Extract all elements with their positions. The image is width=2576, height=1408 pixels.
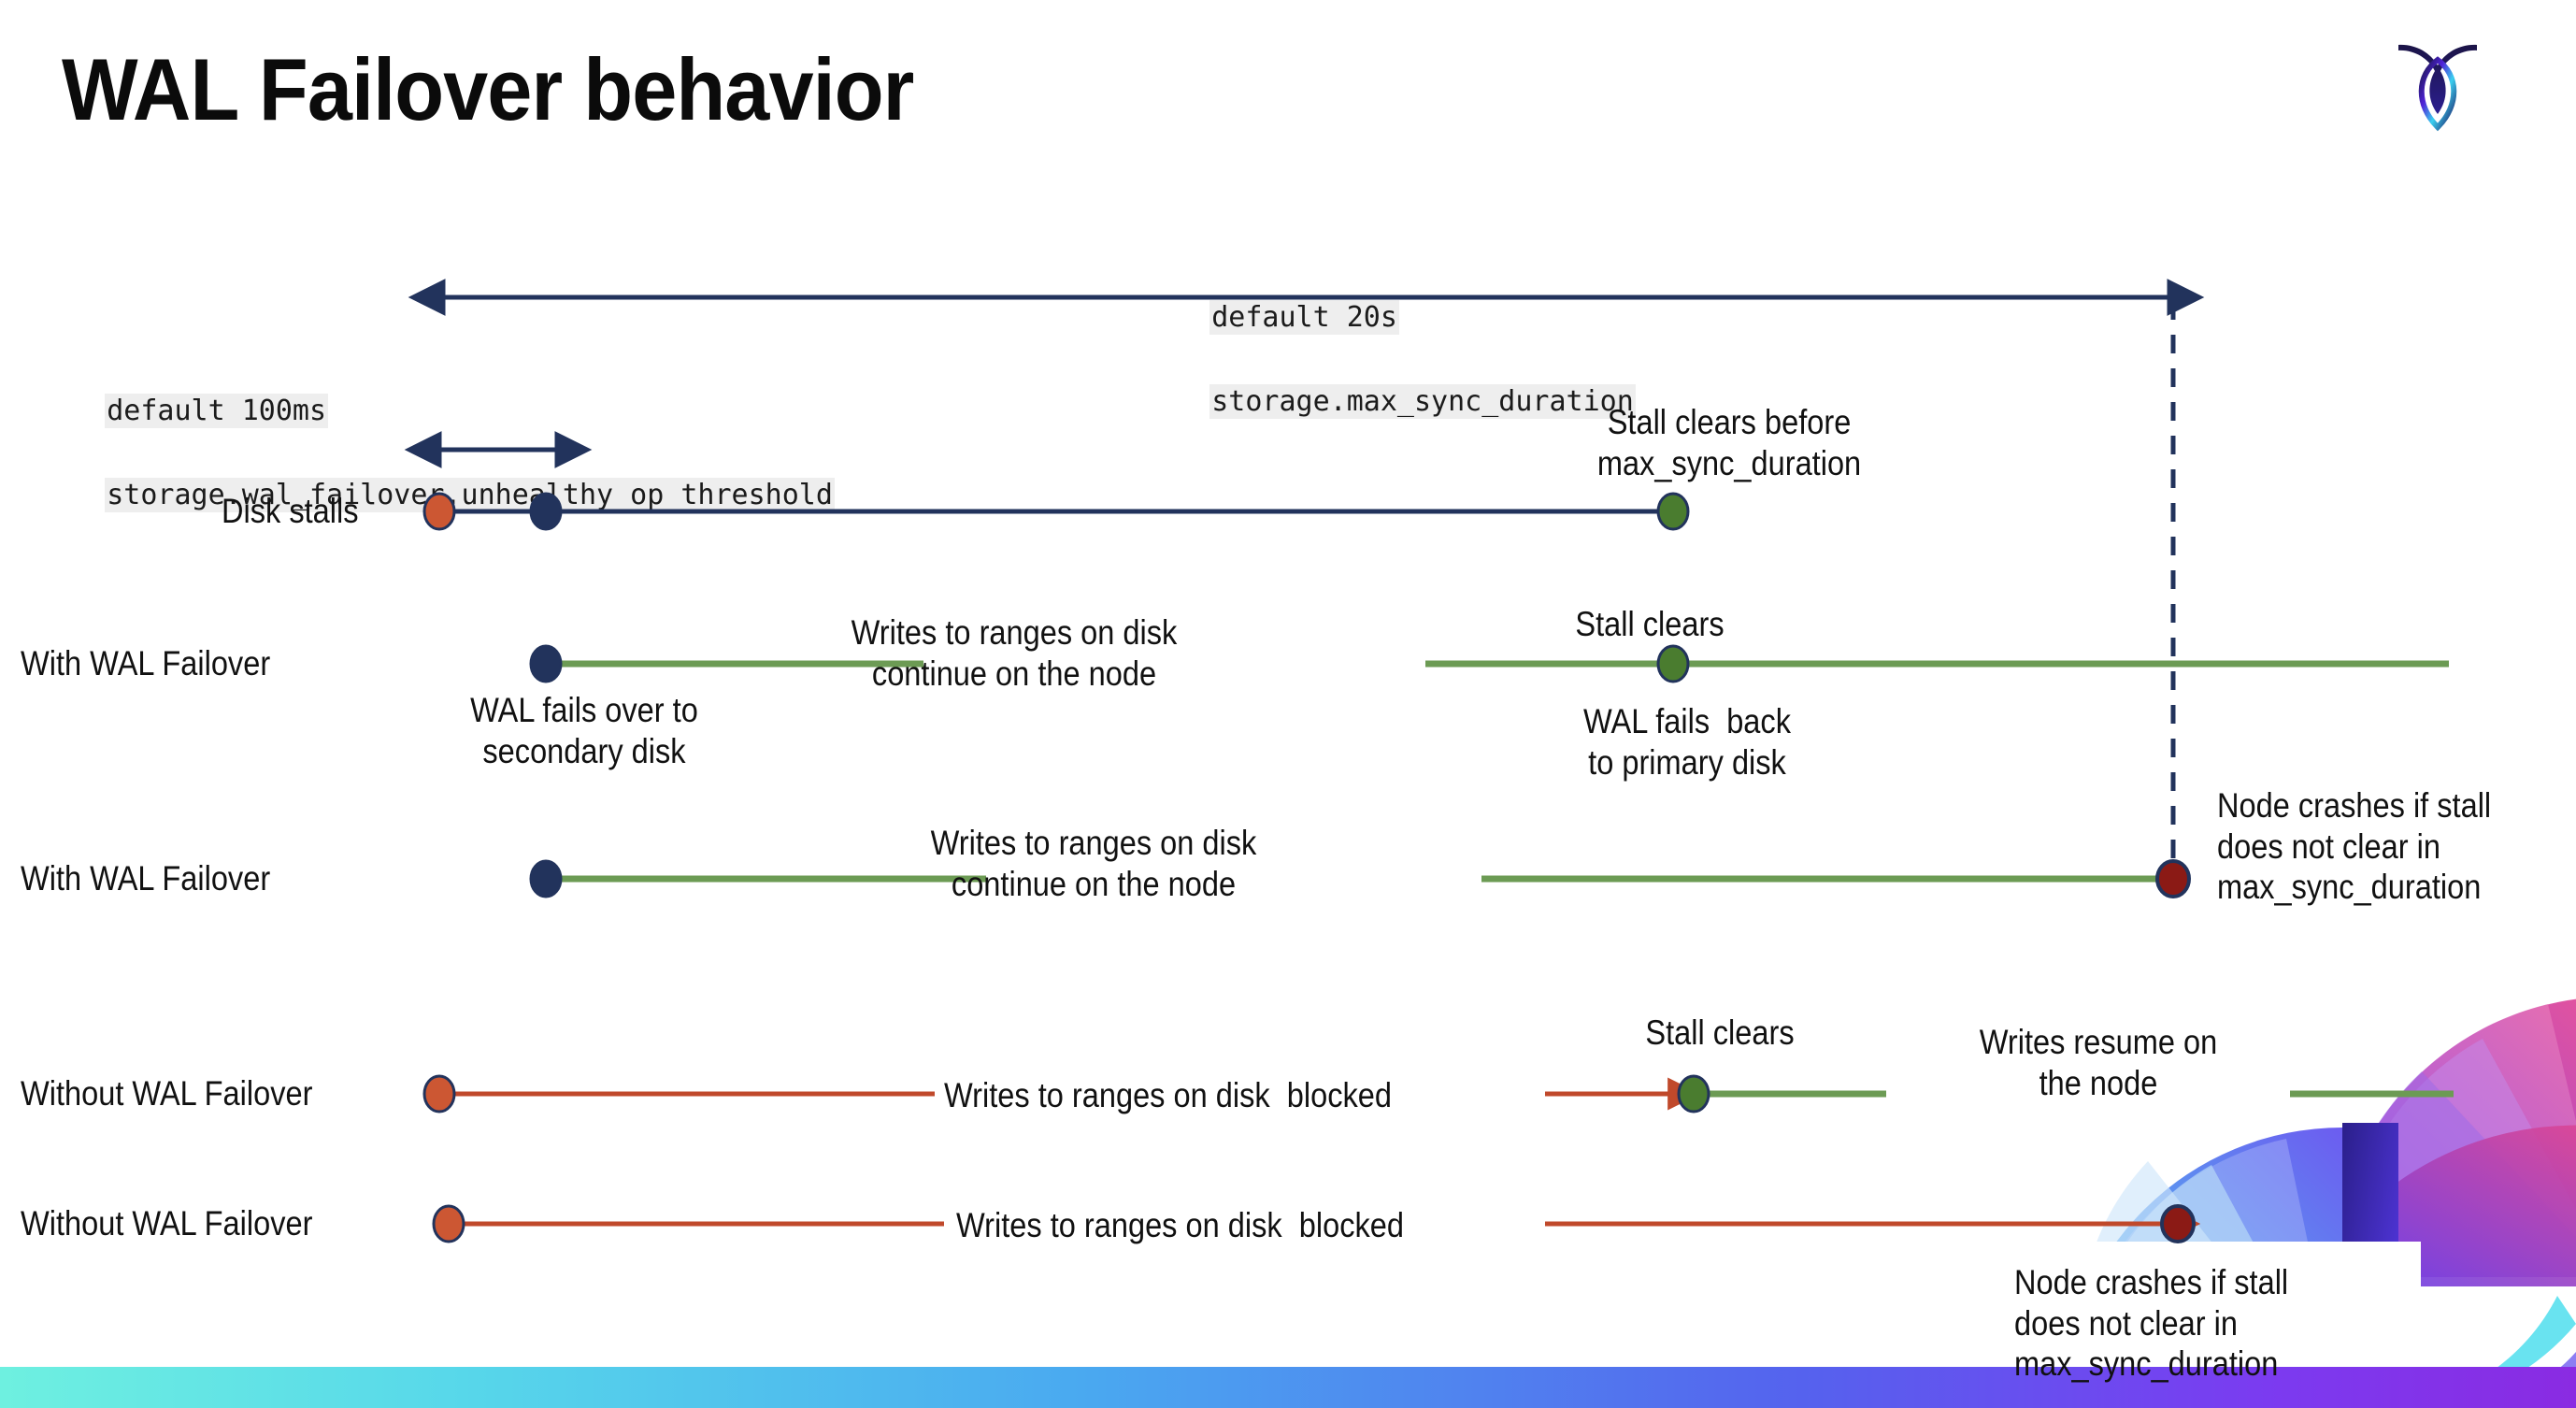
node-crash-dot-2 — [2160, 1204, 2196, 1243]
page-title: WAL Failover behavior — [62, 40, 914, 138]
wal-failback-dot — [1656, 644, 1690, 683]
node-crash-dot-1 — [2155, 859, 2191, 898]
without-wal-2-start-dot — [432, 1204, 465, 1243]
code-setting-name: storage.wal_failover.unhealthy_op_thresh… — [105, 478, 835, 512]
without-wal-1-stall-clears-dot — [1677, 1074, 1710, 1113]
cockroachdb-logo-icon — [2398, 44, 2477, 132]
annotation-stall-clears-2: Stall clears — [1645, 1013, 1795, 1052]
failover-trigger-dot — [529, 492, 563, 531]
annotation-writes-blocked-2: Writes to ranges on disk blocked — [956, 1206, 1404, 1244]
row-label-without-wal-failover-2: Without WAL Failover — [21, 1204, 313, 1243]
annotation-wal-fails-over: WAL fails over to secondary disk — [470, 691, 698, 770]
without-wal-1-start-dot — [422, 1074, 456, 1113]
row-label-with-wal-failover-2: With WAL Failover — [21, 859, 271, 898]
wal-failover-2-start-dot — [529, 859, 563, 898]
annotation-writes-continue-1: Writes to ranges on disk continue on the… — [851, 613, 1178, 693]
code-label-unhealthy-op-threshold: default 100ms storage.wal_failover.unhea… — [37, 348, 835, 558]
annotation-stall-clears-1: Stall clears — [1575, 605, 1724, 643]
stall-clears-dot — [1656, 492, 1690, 531]
row-label-without-wal-failover-1: Without WAL Failover — [21, 1074, 313, 1113]
code-default-value: default 100ms — [105, 394, 329, 428]
row-label-with-wal-failover-1: With WAL Failover — [21, 644, 271, 682]
annotation-stall-clears-before: Stall clears before max_sync_duration — [1596, 403, 1862, 482]
disk-stall-start-dot — [422, 492, 456, 531]
annotation-node-crashes-1: Node crashes if stall does not clear in … — [2217, 786, 2492, 907]
annotation-writes-blocked-1: Writes to ranges on disk blocked — [944, 1076, 1392, 1114]
annotation-writes-continue-2: Writes to ranges on disk continue on the… — [930, 824, 1257, 903]
wal-failover-start-dot — [529, 644, 563, 683]
row-label-disk-stalls: Disk stalls — [222, 492, 359, 530]
bottom-accent-bar — [0, 1367, 2576, 1408]
annotation-writes-resume: Writes resume on the node — [1979, 1023, 2218, 1102]
code-setting-name: storage.max_sync_duration — [1209, 384, 1636, 419]
annotation-wal-fails-back: WAL fails back to primary disk — [1583, 702, 1791, 782]
annotation-node-crashes-2: Node crashes if stall does not clear in … — [2014, 1263, 2289, 1384]
